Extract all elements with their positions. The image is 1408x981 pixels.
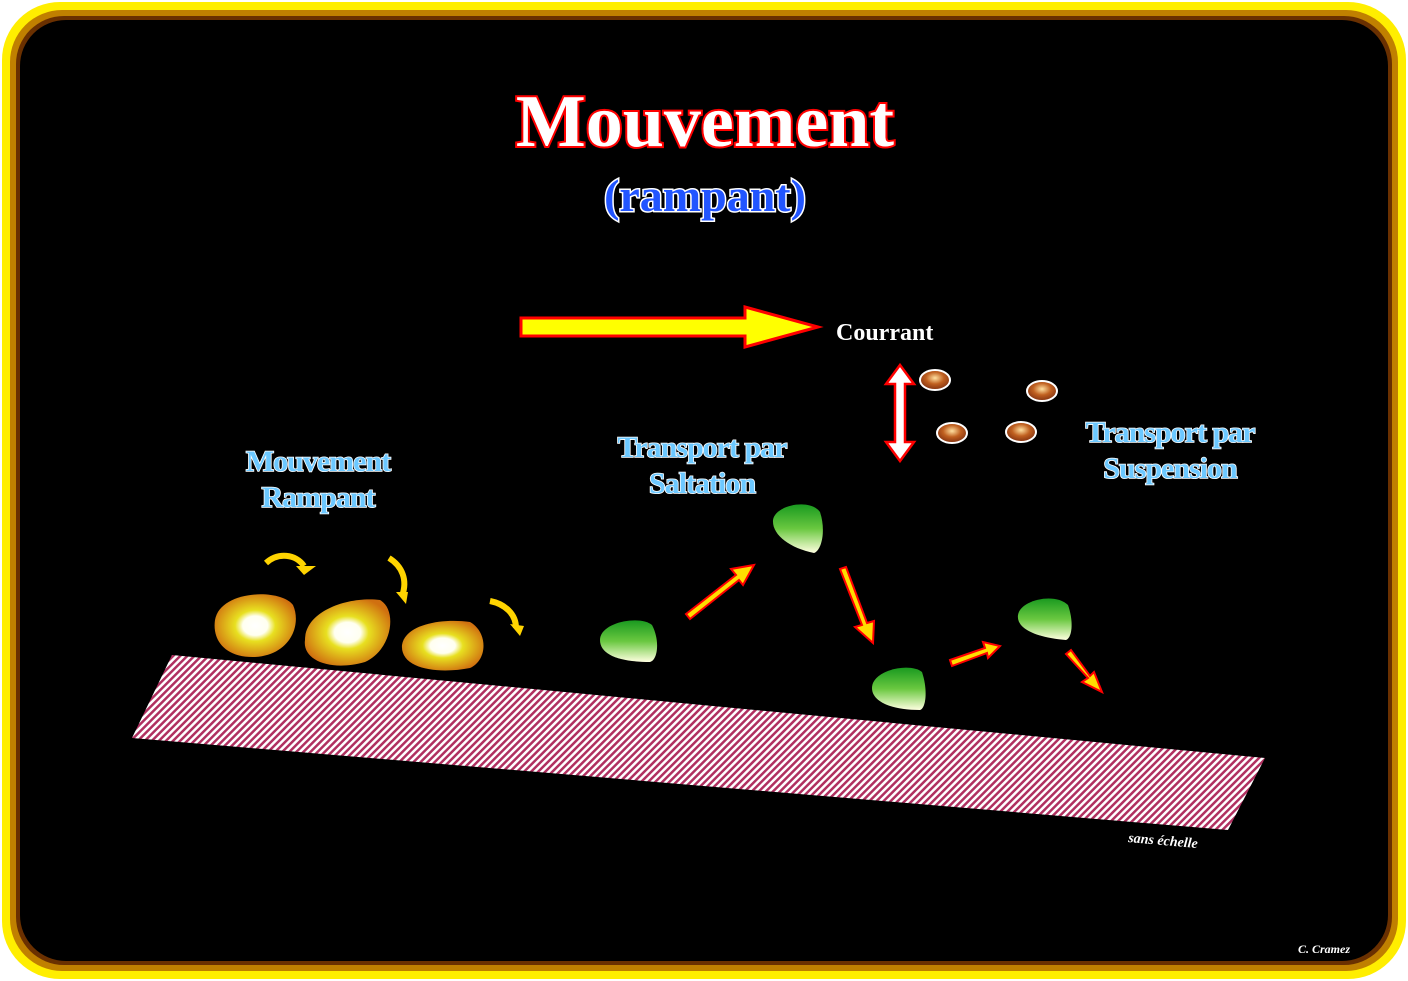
credit: C. Cramez (1298, 942, 1350, 956)
scale-note: sans échelle (1127, 831, 1199, 852)
stream-bed (132, 655, 1265, 830)
creep-label-line1: Mouvement (246, 445, 391, 478)
page-subtitle: (rampant) (604, 170, 806, 221)
current-arrow-icon (519, 305, 824, 349)
suspension-particles (919, 369, 1058, 444)
saltation-label-line1: Transport par (618, 431, 788, 464)
creeping-boulders (214, 594, 484, 671)
saltating-grains (600, 504, 1072, 710)
saltation-arrows-icon (684, 563, 1104, 695)
current-label: Courrant (836, 320, 933, 346)
vertical-double-arrow-icon (883, 362, 917, 464)
saltation-label-line2: Saltation (649, 467, 756, 500)
suspension-label-line1: Transport par (1086, 416, 1256, 449)
suspension-label-line2: Suspension (1103, 452, 1238, 485)
creep-label-line2: Rampant (261, 481, 375, 514)
page-title: Mouvement (516, 81, 894, 163)
